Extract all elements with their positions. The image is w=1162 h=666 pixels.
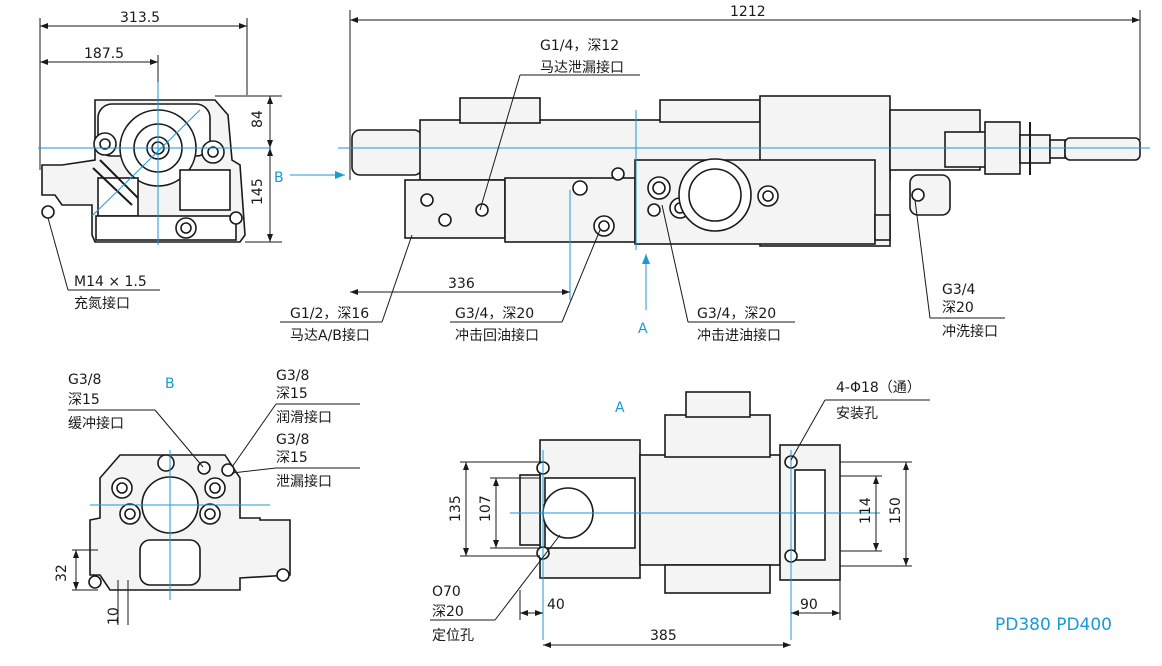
- label-buffer-depth: 深15: [68, 392, 100, 408]
- dim-107: 107: [478, 495, 494, 522]
- dim-385: 385: [650, 628, 677, 644]
- label-inlet-size: G3/4，深20: [697, 306, 776, 322]
- label-inlet-name: 冲击进油接口: [697, 327, 781, 344]
- label-holes-spec: 4-Φ18（通）: [836, 380, 921, 396]
- label-holes-name: 安装孔: [836, 406, 878, 422]
- view-a-arrow-label: A: [638, 321, 648, 337]
- label-m14-size: M14 × 1.5: [74, 274, 147, 290]
- label-g12-size: G1/2，深16: [290, 306, 369, 322]
- label-buffer-name: 缓冲接口: [68, 415, 124, 432]
- dim-1212: 1212: [730, 4, 766, 20]
- view-a-title: A: [615, 400, 625, 416]
- end-view-rear: [38, 18, 282, 291]
- label-m14-name: 充氮接口: [74, 295, 130, 312]
- end-view-b: [68, 403, 360, 625]
- label-flush-name: 冲洗接口: [942, 323, 998, 340]
- dim-150: 150: [888, 497, 904, 524]
- label-o70-depth: 深20: [432, 604, 464, 620]
- bottom-view-a: [430, 391, 930, 648]
- dim-135: 135: [448, 495, 464, 522]
- dim-84: 84: [250, 110, 266, 128]
- label-flush-size: G3/4: [942, 282, 975, 298]
- label-flush-depth: 深20: [942, 300, 974, 316]
- label-lube-size: G3/8: [276, 368, 309, 384]
- side-view-main: [280, 10, 1150, 323]
- dim-114: 114: [858, 497, 874, 524]
- dim-145: 145: [250, 178, 266, 205]
- label-g14-name: 马达泄漏接口: [540, 59, 624, 76]
- label-leak-size: G3/8: [276, 432, 309, 448]
- dim-32: 32: [54, 564, 70, 582]
- label-buffer-size: G3/8: [68, 372, 101, 388]
- label-g14-size: G1/4，深12: [540, 38, 619, 54]
- dim-40: 40: [547, 597, 565, 613]
- dim-10: 10: [106, 607, 122, 625]
- label-lube-depth: 深15: [276, 386, 308, 402]
- label-leak-name: 泄漏接口: [276, 473, 332, 490]
- label-return-size: G3/4，深20: [455, 306, 534, 322]
- view-b-arrow-label: B: [274, 170, 284, 186]
- dim-336: 336: [448, 276, 475, 292]
- dim-187-5: 187.5: [84, 46, 124, 62]
- label-o70-size: O70: [432, 584, 461, 600]
- model-label: PD380 PD400: [995, 615, 1112, 635]
- label-g12-name: 马达A/B接口: [290, 327, 370, 344]
- label-lube-name: 润滑接口: [276, 409, 332, 426]
- label-return-name: 冲击回油接口: [455, 327, 539, 344]
- dim-90: 90: [800, 597, 818, 613]
- view-b-title: B: [165, 376, 175, 392]
- label-o70-name: 定位孔: [432, 628, 474, 644]
- dim-313-5: 313.5: [120, 10, 160, 26]
- label-leak-depth: 深15: [276, 450, 308, 466]
